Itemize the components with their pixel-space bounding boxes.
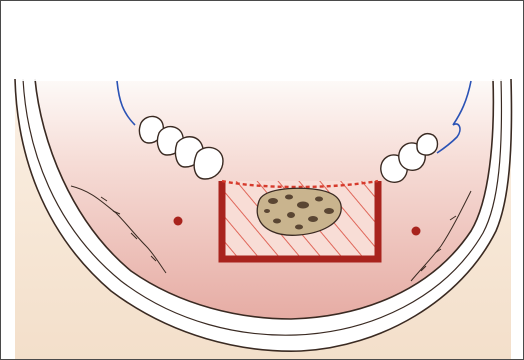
background (1, 1, 523, 71)
mental-foramen-left-icon (174, 217, 183, 226)
mental-foramen-right-icon (412, 227, 421, 236)
top-fade (21, 61, 505, 81)
